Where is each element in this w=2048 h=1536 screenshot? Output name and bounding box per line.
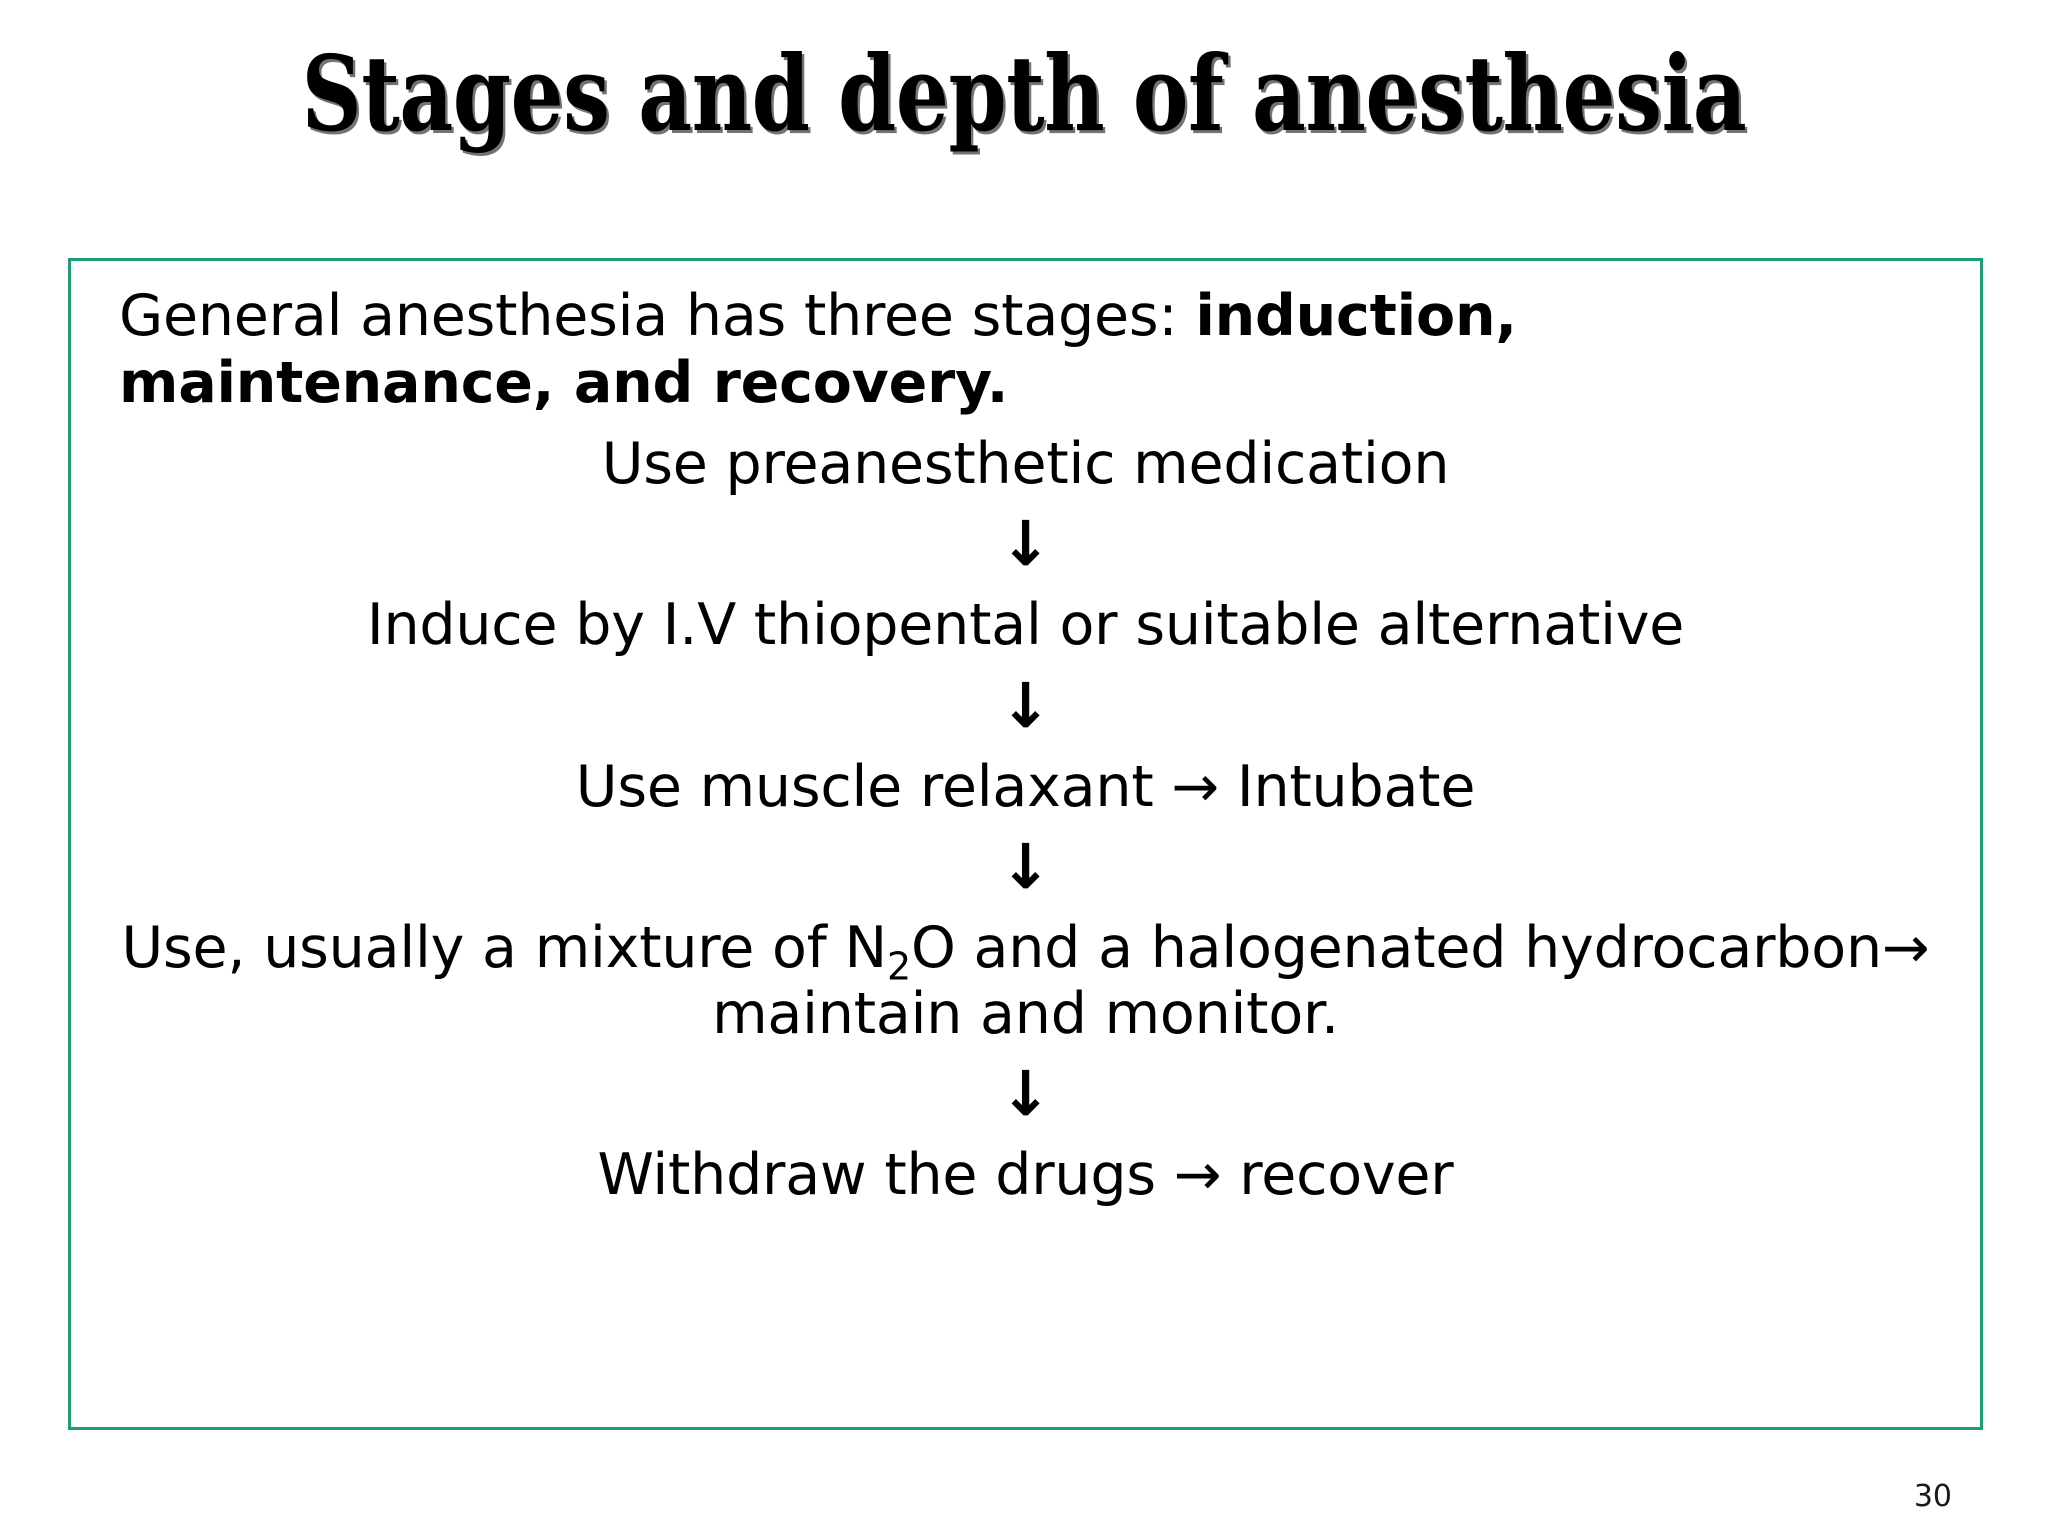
down-arrow-icon-2: ↓ xyxy=(999,668,1052,742)
down-arrow-icon-1: ↓ xyxy=(999,507,1052,581)
content-box: General anesthesia has three stages: ind… xyxy=(68,258,1983,1430)
page-number: 30 xyxy=(1913,1479,1952,1514)
flow-step-3: Use muscle relaxant → Intubate xyxy=(575,753,1476,820)
flow-step-4: Use, usually a mixture of N2O and a halo… xyxy=(99,915,1952,1047)
anesthesia-flow: Use preanesthetic medication ↓ Induce by… xyxy=(99,430,1952,1209)
page-title: Stages and depth of anesthesia xyxy=(301,32,1747,155)
intro-plain-text: General anesthesia has three stages: xyxy=(119,283,1196,349)
flow-step-4-after-subscript: O and a halogenated hydrocarbon→ maintai… xyxy=(712,915,1930,1047)
flow-step-4-before-subscript: Use, usually a mixture of N xyxy=(121,915,888,982)
intro-paragraph: General anesthesia has three stages: ind… xyxy=(119,283,1952,418)
flow-step-1: Use preanesthetic medication xyxy=(601,430,1450,497)
flow-step-2: Induce by I.V thiopental or suitable alt… xyxy=(366,592,1685,659)
down-arrow-icon-4: ↓ xyxy=(999,1057,1052,1131)
down-arrow-icon-3: ↓ xyxy=(999,830,1052,904)
intro-bold-text: induction, maintenance, and recovery. xyxy=(119,283,1517,417)
flow-step-5: Withdraw the drugs → recover xyxy=(597,1142,1454,1209)
flow-step-4-subscript: 2 xyxy=(886,944,911,989)
